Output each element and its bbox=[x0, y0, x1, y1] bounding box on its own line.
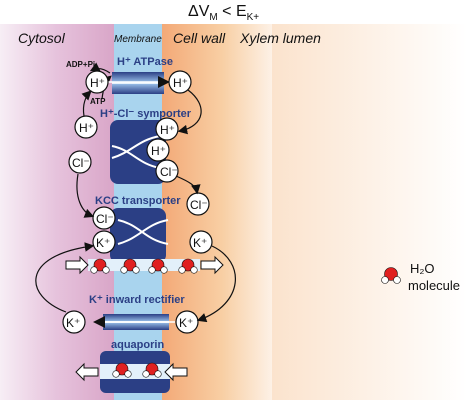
symporter-arrow-2 bbox=[111, 145, 161, 169]
water-molecule bbox=[90, 258, 110, 274]
water-molecule bbox=[148, 258, 168, 274]
atp-label: ATP bbox=[90, 97, 106, 106]
k-loop-left-arrow bbox=[35, 242, 95, 313]
svg-text:K⁺: K⁺ bbox=[96, 236, 110, 250]
hollow-arrow-right-aquaporin bbox=[164, 362, 188, 382]
ion-k-right-2: K⁺ bbox=[175, 310, 199, 334]
hollow-arrow-left-aquaporin bbox=[75, 362, 99, 382]
h-atpase bbox=[112, 72, 164, 94]
hollow-arrow-right-kcc bbox=[200, 255, 224, 275]
svg-text:H⁺: H⁺ bbox=[160, 123, 175, 137]
aquaporin-label: aquaporin bbox=[111, 339, 164, 351]
ion-k-left-2: K⁺ bbox=[62, 310, 86, 334]
adp-arrow bbox=[89, 62, 111, 74]
cytosol-label: Cytosol bbox=[18, 30, 66, 46]
legend-molecule-label: molecule bbox=[408, 278, 460, 293]
water-molecule bbox=[112, 362, 132, 378]
ion-h-left-1: H⁺ bbox=[85, 70, 109, 94]
kcc-transporter-label: KCC transporter bbox=[95, 195, 181, 207]
legend-h2o-label: H₂O bbox=[410, 261, 435, 276]
water-molecule bbox=[120, 258, 140, 274]
symporter-arrow-1 bbox=[111, 135, 161, 159]
k-loop-right-arrow bbox=[196, 245, 236, 323]
adp-pi-label: ADP+Pi bbox=[66, 60, 95, 69]
ion-cl-right: Cl⁻ bbox=[186, 192, 210, 216]
h-atpase-label: H⁺ ATPase bbox=[117, 56, 173, 68]
ion-cl-symporter: Cl⁻ bbox=[155, 159, 179, 183]
cl-recycle-arrow bbox=[175, 175, 201, 195]
water-molecule bbox=[178, 258, 198, 274]
kcc-arrow-2 bbox=[117, 219, 169, 245]
svg-text:H⁺: H⁺ bbox=[90, 76, 105, 90]
diagram-title: ΔVM < EK+ bbox=[188, 3, 259, 23]
svg-text:Cl⁻: Cl⁻ bbox=[190, 198, 208, 212]
ion-h-symporter-2: H⁺ bbox=[146, 138, 170, 162]
xylem-lumen-label: Xylem lumen bbox=[239, 30, 321, 46]
legend-water-molecule-icon bbox=[381, 267, 401, 284]
ion-k-right-1: K⁺ bbox=[189, 230, 213, 254]
xylem-lumen-region bbox=[272, 24, 467, 400]
hollow-arrow-left-kcc bbox=[65, 255, 89, 275]
svg-text:K⁺: K⁺ bbox=[179, 316, 193, 330]
ion-h-symporter-1: H⁺ bbox=[155, 117, 179, 141]
k-inward-rectifier-label: K⁺ inward rectifier bbox=[89, 294, 185, 306]
ion-h-right-1: H⁺ bbox=[168, 70, 192, 94]
svg-text:Cl⁻: Cl⁻ bbox=[96, 212, 114, 226]
svg-text:H⁺: H⁺ bbox=[79, 121, 94, 135]
cl-to-kcc-arrow bbox=[76, 173, 95, 218]
water-molecule bbox=[142, 362, 162, 378]
ion-h-left-2: H⁺ bbox=[74, 115, 98, 139]
ion-cl-left: Cl⁻ bbox=[68, 150, 92, 174]
membrane-label: Membrane bbox=[114, 34, 162, 45]
svg-text:H⁺: H⁺ bbox=[151, 144, 166, 158]
h-cl-symporter bbox=[110, 120, 166, 184]
h-return-arrow bbox=[177, 89, 202, 135]
svg-text:H⁺: H⁺ bbox=[173, 76, 188, 90]
svg-text:Cl⁻: Cl⁻ bbox=[160, 165, 178, 179]
svg-text:K⁺: K⁺ bbox=[66, 316, 80, 330]
h-to-atpase-arrow bbox=[81, 90, 92, 117]
h-cl-symporter-label: H⁺-Cl⁻ symporter bbox=[100, 108, 192, 120]
water-band-kcc bbox=[88, 259, 200, 271]
svg-text:Cl⁻: Cl⁻ bbox=[72, 156, 90, 170]
svg-text:K⁺: K⁺ bbox=[193, 236, 207, 250]
ion-cl-kcc: Cl⁻ bbox=[92, 206, 116, 230]
ion-k-kcc: K⁺ bbox=[92, 230, 116, 254]
cell-wall-label: Cell wall bbox=[173, 30, 226, 46]
